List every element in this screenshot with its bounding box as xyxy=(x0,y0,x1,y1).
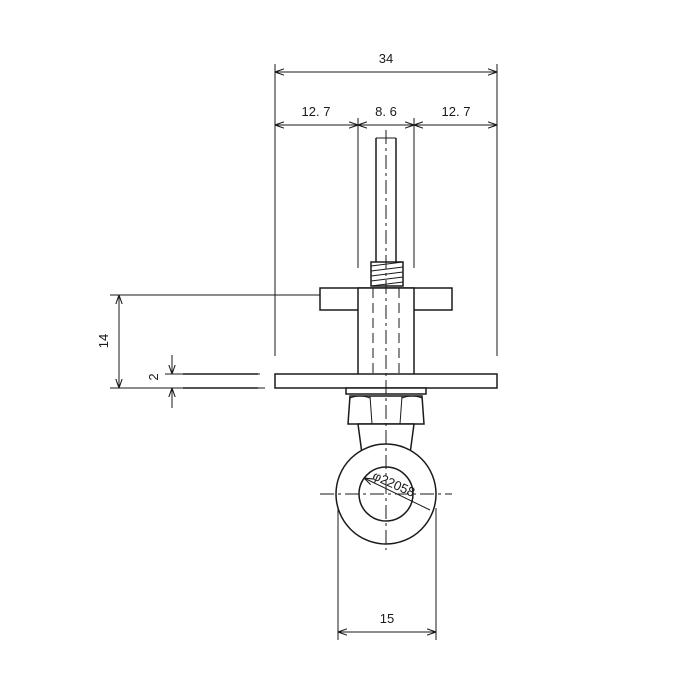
mounting-plate xyxy=(183,373,498,389)
dimension-lines xyxy=(119,72,497,632)
right-offset-label: 12. 7 xyxy=(442,104,471,119)
plate-thickness-label: 2 xyxy=(146,373,161,380)
extension-lines xyxy=(110,64,498,640)
left-offset-label: 12. 7 xyxy=(302,104,331,119)
center-width-label: 8. 6 xyxy=(375,104,397,119)
center-lines xyxy=(320,130,452,550)
height-label: 14 xyxy=(96,334,111,348)
overall-width-label: 34 xyxy=(379,51,393,66)
ring-width-label: 15 xyxy=(380,611,394,626)
threaded-section xyxy=(370,261,404,287)
hole-diameter-leader xyxy=(364,478,431,511)
